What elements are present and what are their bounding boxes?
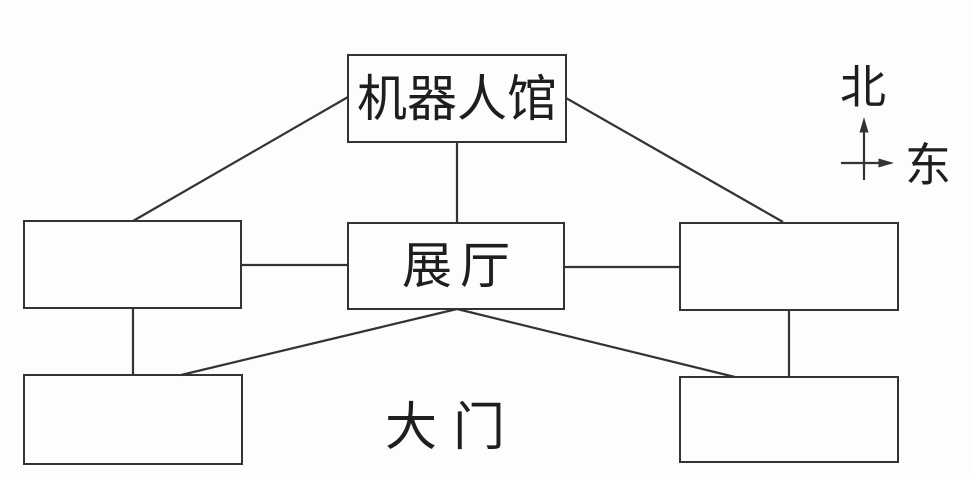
compass-north-label: 北 [840,60,886,114]
node-bottom-left-empty [23,374,243,465]
node-robot-hall: 机器人馆 [347,54,567,143]
compass-arrows [841,117,894,180]
compass-east-arrowhead-icon [878,158,894,168]
edge-exhibition-hall-to-bottom-left [180,307,458,377]
compass-east-label: 东 [905,138,951,192]
robot-hall-label: 机器人馆 [357,69,557,128]
node-top-left-empty [23,220,242,309]
edge-robot-hall-to-top-left [132,96,349,222]
edge-exhibition-hall-to-bottom-right [456,307,736,379]
edge-robot-hall-to-top-right [565,97,784,223]
node-exhibition-hall: 展厅 [347,222,565,310]
node-bottom-right-empty [679,376,899,463]
exhibition-hall-label: 展厅 [402,237,518,295]
node-top-right-empty [679,222,899,311]
gate-label: 大门 [384,398,521,458]
compass-north-arrowhead-icon [859,117,869,133]
